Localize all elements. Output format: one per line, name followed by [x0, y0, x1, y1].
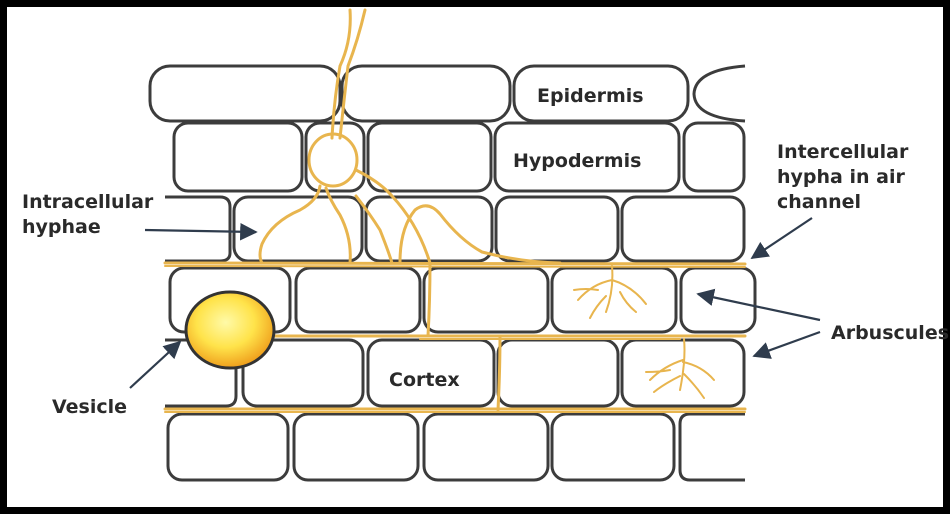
arbuscule-cell	[552, 268, 676, 332]
vesicle	[186, 292, 274, 368]
intercellular-hypha-line: channel	[777, 190, 908, 215]
intercellular-hypha-line: Intercellular	[777, 140, 908, 165]
root-cross-section	[7, 7, 943, 507]
cell	[342, 66, 510, 121]
cell	[424, 268, 548, 332]
arrow-intercellular	[752, 218, 812, 258]
cortex-label: Cortex	[389, 369, 460, 391]
cortex-row-4	[168, 414, 745, 480]
cell	[680, 414, 745, 480]
cell	[234, 197, 362, 261]
cell	[498, 340, 618, 406]
cell	[694, 66, 745, 121]
cell	[168, 414, 288, 480]
cell	[174, 123, 302, 191]
cell	[165, 197, 230, 261]
epidermis-label: Epidermis	[537, 85, 644, 107]
epidermis-row	[150, 66, 745, 121]
arbuscules-label: Arbuscules	[831, 321, 949, 346]
cell	[294, 414, 418, 480]
cell	[681, 268, 755, 332]
cell	[150, 66, 340, 121]
air-channel-hypha	[165, 263, 745, 264]
hypodermis-row	[174, 123, 744, 191]
cell	[622, 197, 744, 261]
air-channel-hypha	[165, 266, 745, 267]
intracellular-hyphae-label: Intracellular hyphae	[22, 190, 153, 240]
intercellular-hypha-label: Intercellular hypha in air channel	[777, 140, 908, 215]
cell	[368, 123, 491, 191]
cell	[296, 268, 420, 332]
cell	[496, 197, 618, 261]
hypodermis-label: Hypodermis	[513, 150, 641, 172]
arrow-arbuscule-2	[754, 332, 820, 356]
cell	[424, 414, 548, 480]
intercellular-hypha-line: hypha in air	[777, 165, 908, 190]
intracellular-hyphae-line: Intracellular	[22, 190, 153, 215]
intracellular-hyphae-line: hyphae	[22, 215, 153, 240]
cell	[684, 123, 744, 191]
cell	[552, 414, 674, 480]
vesicle-label: Vesicle	[52, 395, 127, 420]
